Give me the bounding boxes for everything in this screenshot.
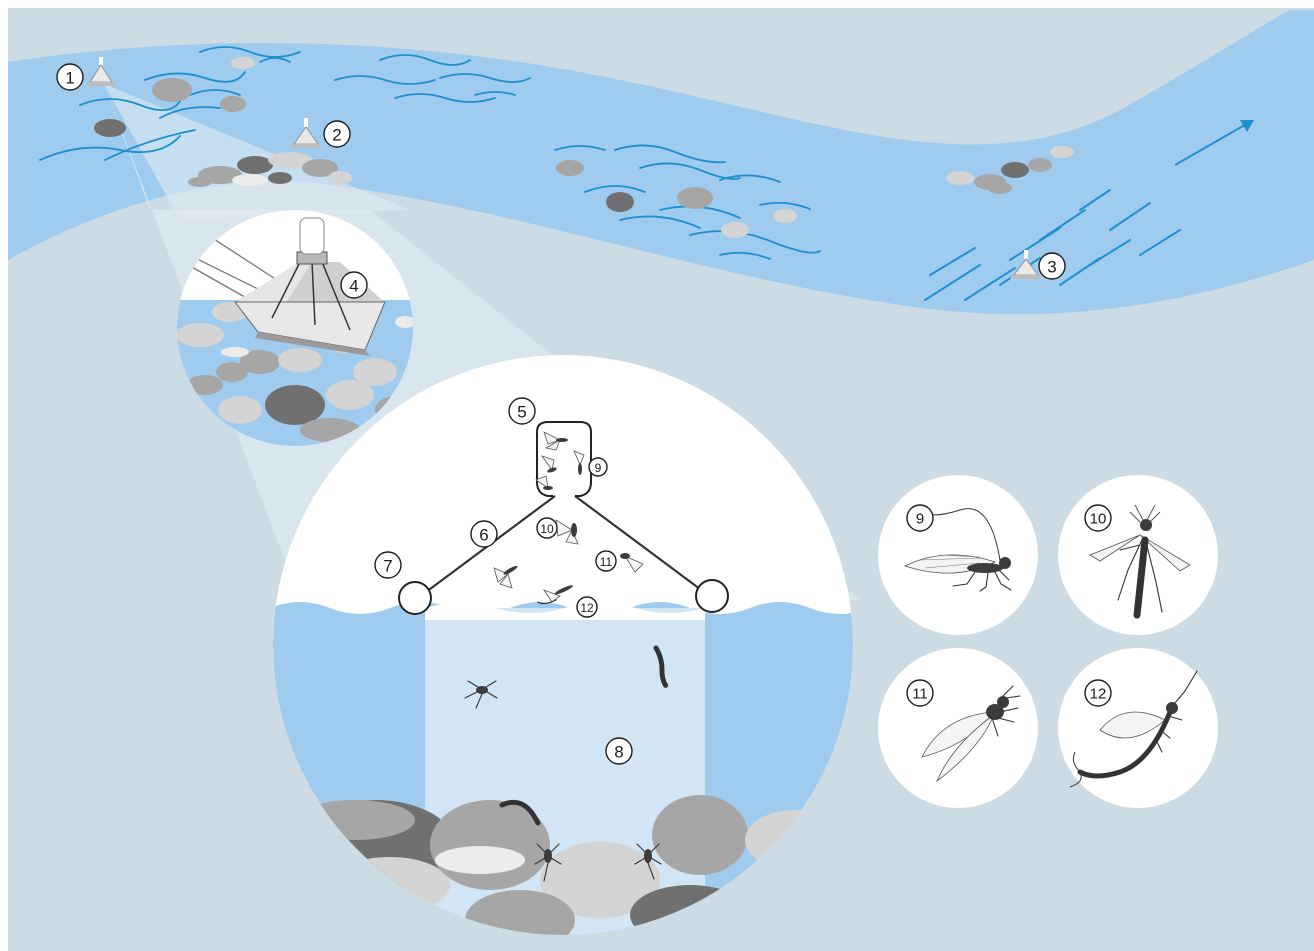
marker-9-small: 9	[589, 458, 607, 476]
marker-9: 9	[907, 505, 933, 531]
insect-circle-11	[878, 648, 1038, 808]
float-right	[696, 580, 728, 612]
insect-circle-10	[1058, 475, 1218, 635]
top-left-corner-white	[0, 0, 8, 951]
marker-2-label: 2	[332, 126, 341, 145]
marker-10: 10	[1085, 505, 1111, 531]
marker-6: 6	[471, 521, 497, 547]
top-band-white	[0, 0, 1314, 8]
marker-8: 8	[606, 738, 632, 764]
float-left	[399, 582, 431, 614]
marker-4-label: 4	[349, 277, 358, 296]
marker-7-label: 7	[383, 557, 392, 576]
marker-10-small-label: 10	[540, 522, 554, 536]
marker-11-label: 11	[912, 686, 928, 703]
marker-9-label: 9	[916, 511, 924, 528]
marker-9-small-label: 9	[595, 461, 602, 475]
marker-10-label: 10	[1090, 511, 1107, 528]
insect-circle-12	[1058, 648, 1218, 808]
marker-3-label: 3	[1047, 258, 1056, 277]
marker-8-label: 8	[614, 743, 623, 762]
marker-4: 4	[341, 272, 367, 298]
marker-12-small-label: 12	[580, 601, 594, 615]
marker-10-small: 10	[537, 518, 557, 538]
marker-11-small: 11	[596, 551, 616, 571]
marker-2: 2	[324, 121, 350, 147]
marker-1: 1	[57, 64, 83, 90]
marker-12: 12	[1085, 680, 1111, 706]
marker-3: 3	[1039, 253, 1065, 279]
marker-11: 11	[907, 680, 933, 706]
insect-circle-9	[878, 475, 1038, 635]
marker-7: 7	[375, 552, 401, 578]
marker-12-small: 12	[577, 597, 597, 617]
marker-11-small-label: 11	[600, 555, 613, 569]
marker-5-label: 5	[517, 403, 526, 422]
marker-1-label: 1	[65, 69, 74, 88]
marker-6-label: 6	[479, 526, 488, 545]
marker-5: 5	[509, 398, 535, 424]
marker-12-label: 12	[1090, 686, 1107, 703]
